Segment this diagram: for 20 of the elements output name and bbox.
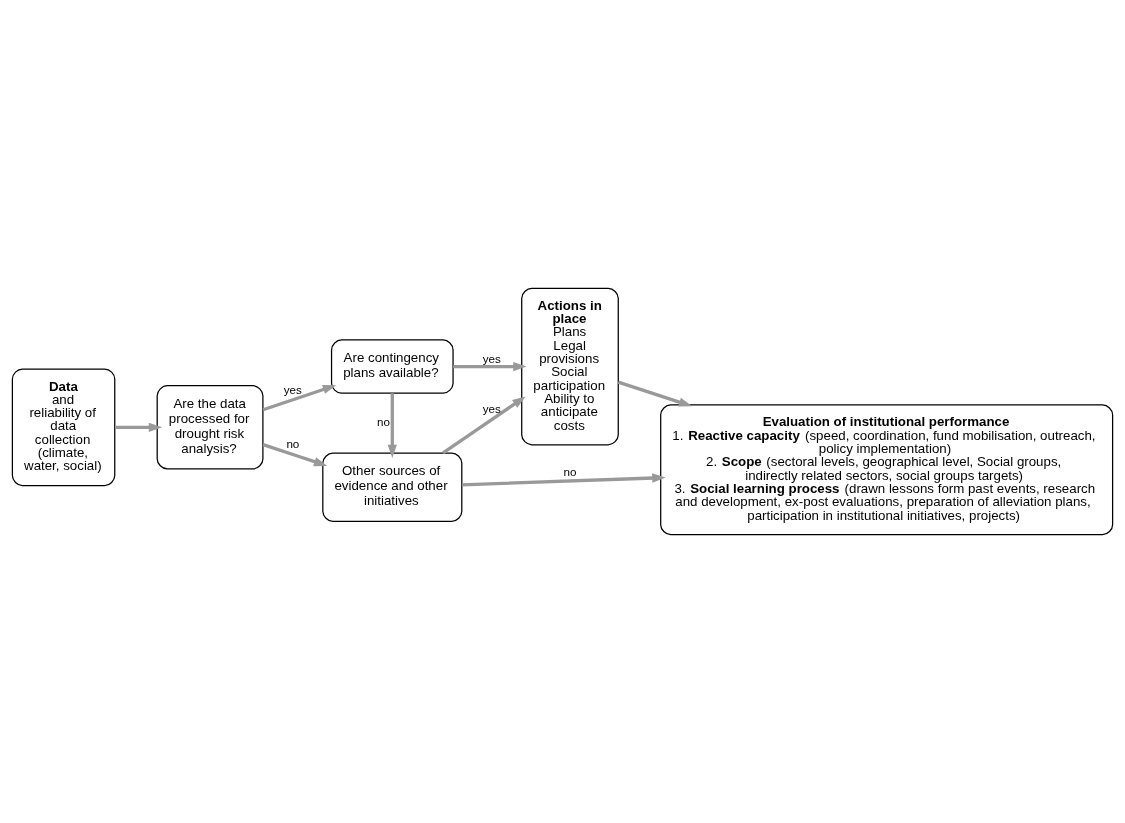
edge-label: yes: [482, 402, 501, 416]
node-box: Other sources of evidence and other initiatives: [322, 452, 463, 522]
arrow: [461, 473, 666, 487]
edge-label: no: [377, 415, 391, 429]
edge-label: yes: [482, 352, 501, 366]
node-box: Data and reliability of data collection (climate, water, social): [11, 368, 116, 487]
arrow: [453, 361, 527, 372]
edge-label: yes: [283, 383, 302, 397]
node-box: Evaluation of institutional performance 1. Reactive capacity (speed, coordination, fund mobilisation, outreach, policy implementation) 2. Scope (sectoral levels, geographical level, Social groups, indirectly related sectors, social groups targets) 3. Social learning process (drawn lessons form past events, research and development, ex-post evaluations, preparation of alleviation plans, participation in institutional initiatives, projects): [660, 404, 1114, 536]
node-box: Actions in place Plans Legal provisions Social participation Ability to anticipate costs: [521, 287, 619, 446]
arrow: [442, 396, 526, 455]
edge-label: no: [286, 437, 300, 451]
arrow: [617, 380, 693, 407]
node-box: Are the data processed for drought risk analysis?: [156, 385, 264, 470]
arrow: [262, 385, 337, 412]
node-box: Are contingency plans available?: [330, 339, 454, 394]
arrow: [387, 393, 397, 459]
arrow: [262, 443, 328, 467]
edge-label: no: [563, 464, 577, 478]
arrow: [115, 422, 163, 432]
